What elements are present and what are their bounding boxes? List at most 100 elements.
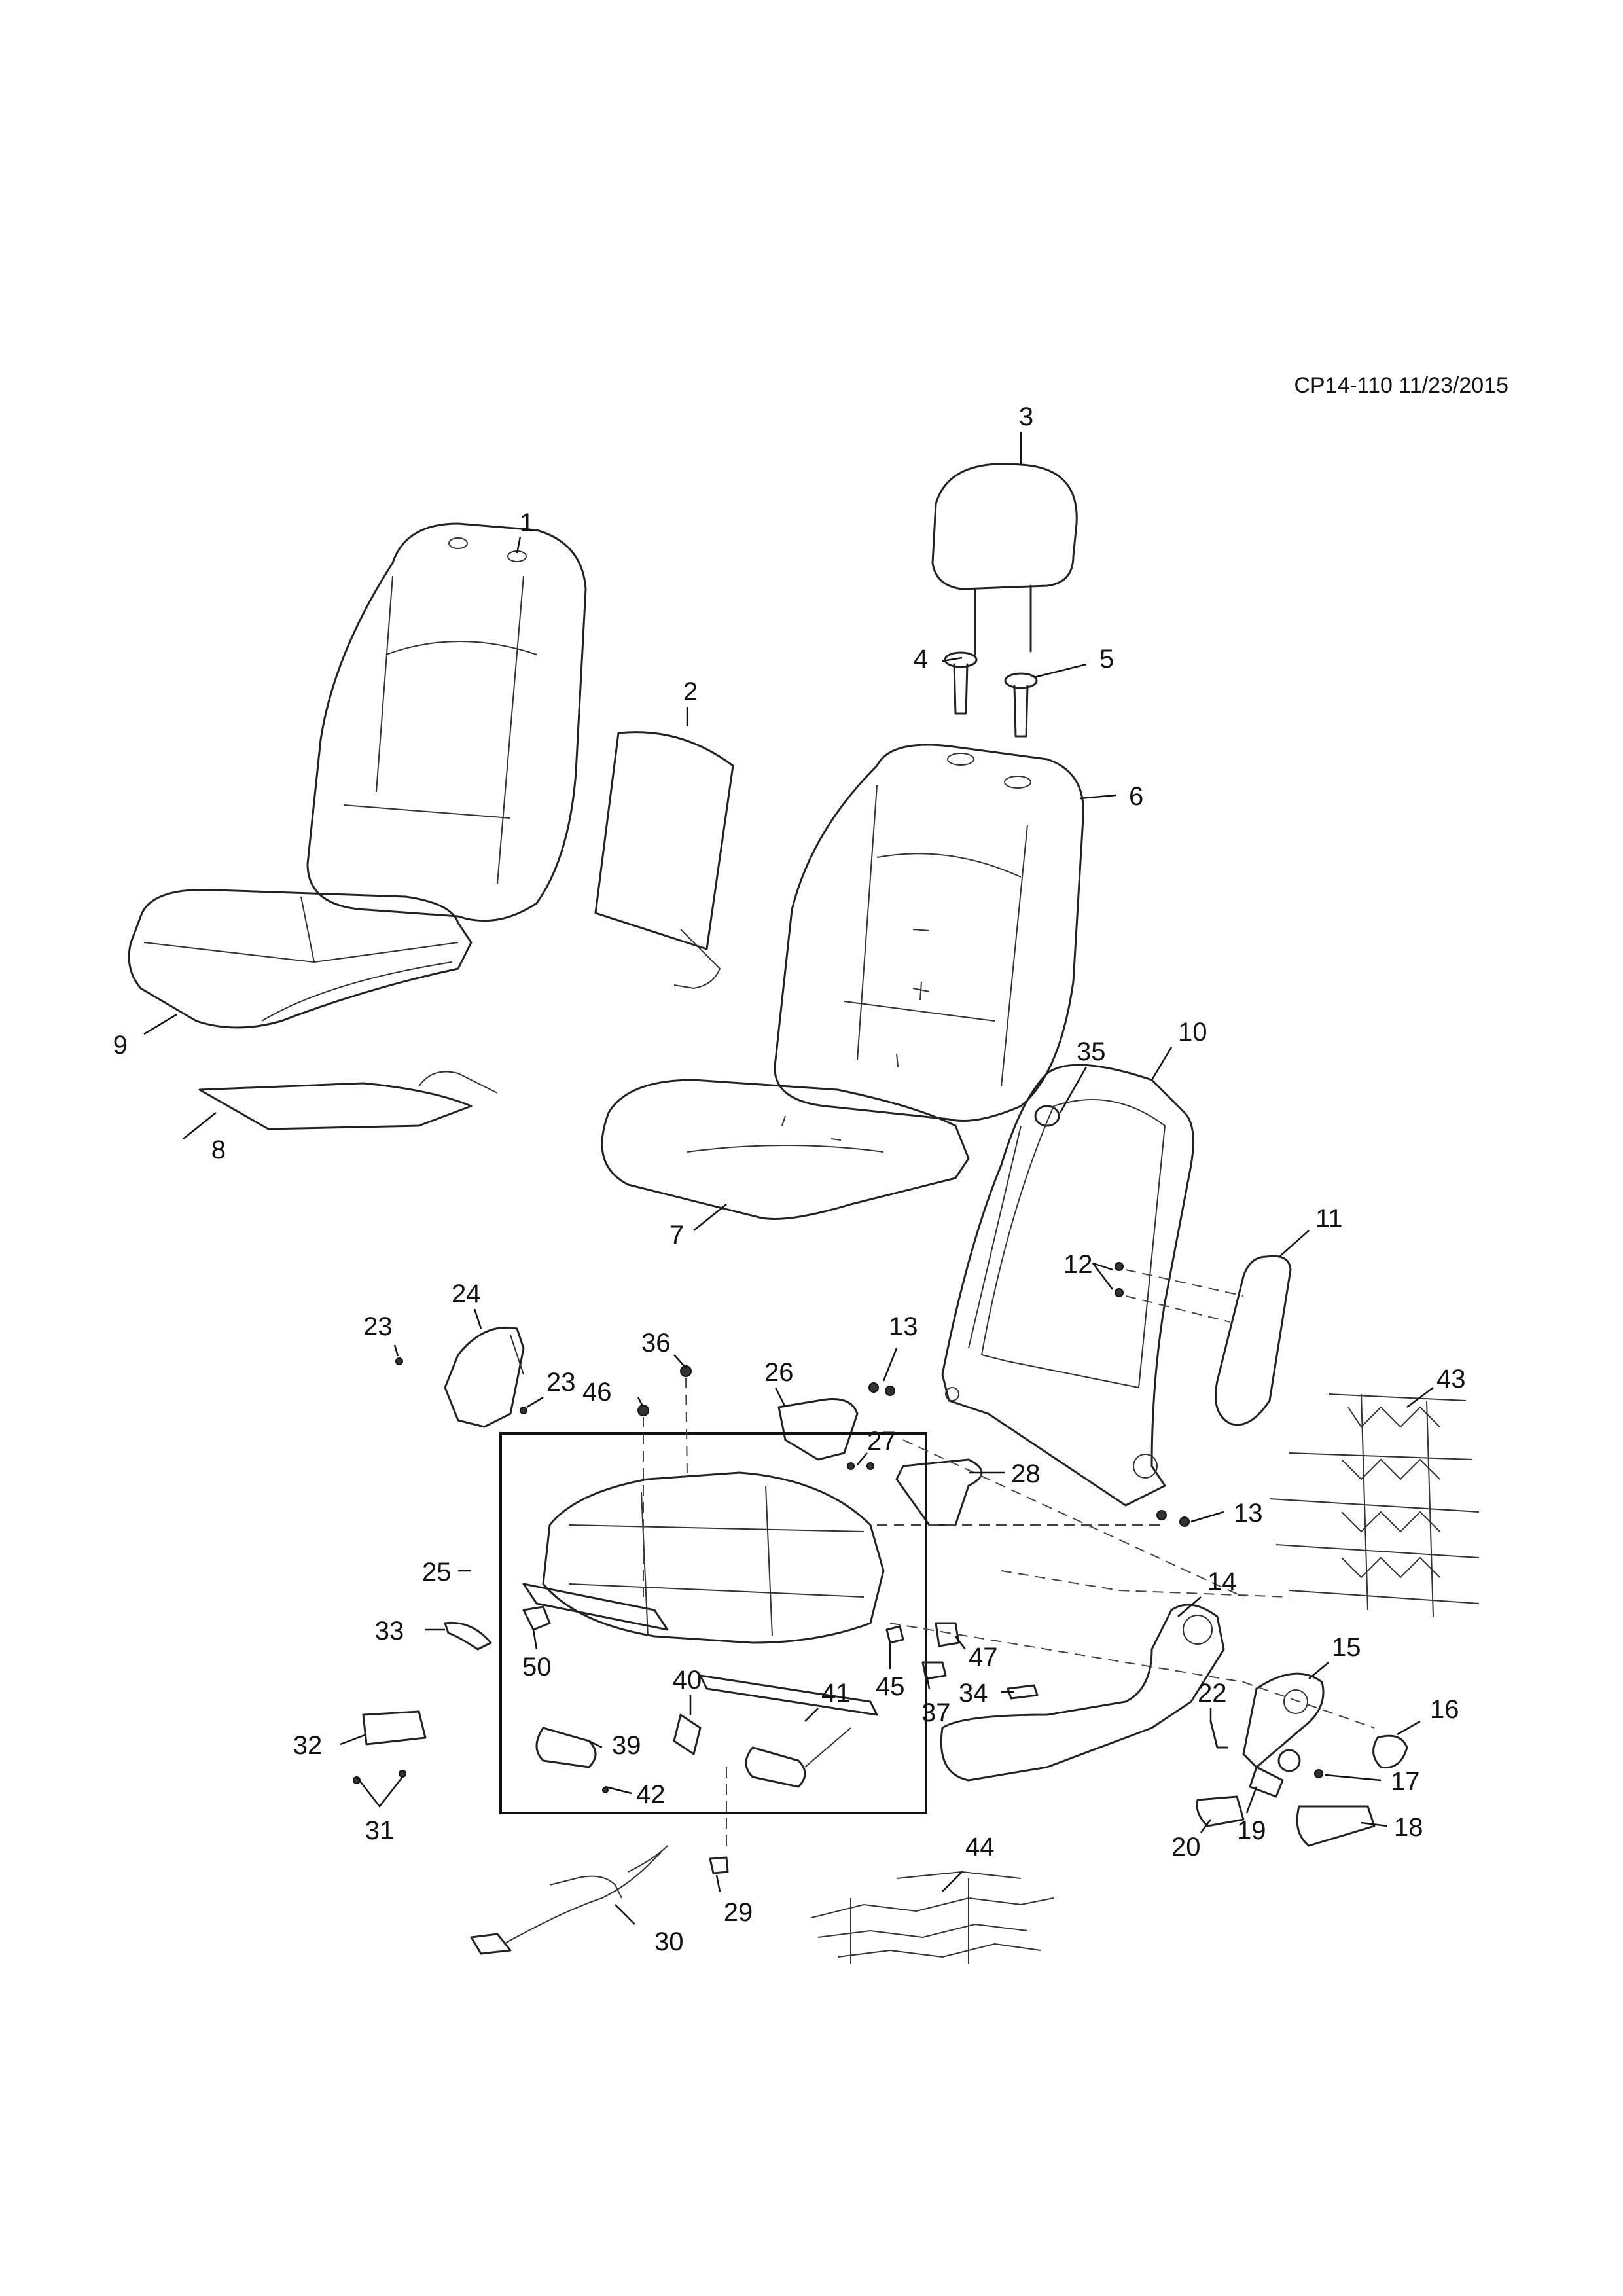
callout-34: 34 — [959, 1679, 988, 1708]
callout-36: 36 — [641, 1329, 671, 1357]
callout-2: 2 — [683, 677, 698, 706]
clip-22 — [1209, 1720, 1228, 1749]
callout-25: 25 — [422, 1558, 452, 1587]
screw-17 — [1314, 1769, 1323, 1778]
adjuster-assembly-box — [499, 1432, 927, 1814]
screw-42 — [602, 1787, 609, 1793]
callout-8: 8 — [211, 1136, 226, 1164]
seat-spring-44 — [811, 1871, 1054, 1964]
callout-40: 40 — [673, 1666, 702, 1695]
connector-34 — [1007, 1684, 1039, 1700]
leader-lines — [143, 432, 1434, 1925]
connector-37 — [921, 1661, 947, 1680]
callout-18: 18 — [1394, 1813, 1423, 1842]
callout-33: 33 — [375, 1617, 404, 1645]
callout-13a: 13 — [889, 1312, 918, 1341]
callout-35: 35 — [1077, 1037, 1106, 1066]
callout-45: 45 — [876, 1672, 905, 1701]
cushion-cover — [128, 889, 473, 1029]
cover-20 — [1196, 1795, 1245, 1827]
motor-40 — [673, 1713, 702, 1755]
motor-41 — [745, 1727, 851, 1788]
alignment-line-a — [902, 1439, 1244, 1598]
control-module-32 — [362, 1710, 427, 1746]
callout-23a: 23 — [363, 1312, 393, 1341]
callout-29: 29 — [724, 1898, 753, 1927]
callout-13b: 13 — [1234, 1499, 1263, 1528]
callout-30: 30 — [654, 1928, 684, 1956]
bracket-50 — [522, 1605, 551, 1631]
callout-12: 12 — [1063, 1250, 1093, 1279]
seatback-pad — [594, 731, 734, 990]
screw-23a — [395, 1357, 403, 1365]
callout-1: 1 — [520, 509, 534, 537]
callout-41: 41 — [821, 1679, 851, 1708]
callout-11: 11 — [1315, 1204, 1343, 1233]
nut-36 — [680, 1365, 692, 1377]
side-bolster — [1215, 1255, 1292, 1426]
wiring-harness-30 — [470, 1845, 668, 1955]
callout-5: 5 — [1099, 645, 1114, 673]
cushion-heater-mat — [198, 1071, 498, 1130]
callout-28: 28 — [1011, 1460, 1041, 1488]
callout-20: 20 — [1171, 1833, 1201, 1861]
screw-23b — [520, 1407, 527, 1414]
bolt-13c — [1156, 1510, 1167, 1520]
seat-adjuster-frame — [522, 1471, 885, 1716]
callout-26: 26 — [764, 1358, 794, 1387]
seatback-trim — [774, 744, 1084, 1122]
alignment-line-d — [889, 1623, 1375, 1729]
callout-23b: 23 — [546, 1368, 576, 1397]
screw-27b — [866, 1462, 874, 1470]
side-shield — [940, 1604, 1225, 1782]
callout-labels: 1 2 3 4 5 6 7 8 9 10 11 12 13 13 14 15 1… — [113, 403, 1466, 1956]
cover-33 — [444, 1621, 492, 1651]
callout-3: 3 — [1019, 403, 1033, 431]
bracket-28 — [895, 1458, 983, 1526]
nut-46 — [637, 1405, 649, 1416]
diagram-code: CP14-110 11/23/2015 — [1294, 373, 1508, 398]
bracket-45 — [885, 1625, 904, 1644]
callout-31: 31 — [365, 1816, 395, 1845]
bolt-13d — [1179, 1516, 1190, 1527]
bolt-13a — [868, 1382, 879, 1393]
alignment-line-c — [1001, 1570, 1290, 1598]
connector-47 — [935, 1622, 960, 1647]
bolt-13b — [885, 1386, 895, 1396]
cover-18 — [1296, 1805, 1376, 1847]
callout-24: 24 — [452, 1280, 481, 1308]
callout-42: 42 — [636, 1780, 666, 1809]
mechanism-19 — [1249, 1749, 1301, 1798]
callout-15: 15 — [1332, 1633, 1361, 1662]
headrest — [931, 463, 1078, 656]
callout-6: 6 — [1129, 782, 1143, 811]
side-bracket — [444, 1326, 525, 1428]
callout-39: 39 — [612, 1731, 641, 1760]
recliner-cover-15 — [1242, 1672, 1325, 1768]
callout-10: 10 — [1178, 1018, 1207, 1047]
callout-22: 22 — [1198, 1679, 1227, 1708]
clip-ring — [1034, 1105, 1060, 1127]
callout-17: 17 — [1391, 1767, 1420, 1796]
headrest-guide-left — [944, 651, 978, 715]
callout-19: 19 — [1237, 1816, 1266, 1845]
bracket-26 — [777, 1398, 859, 1461]
alignment-line-f — [685, 1377, 688, 1480]
callout-37: 37 — [921, 1698, 951, 1727]
callout-4: 4 — [914, 645, 928, 673]
seatback-spring-mat — [1269, 1393, 1480, 1617]
callout-7: 7 — [669, 1221, 684, 1249]
frame-fasteners — [1115, 1262, 1244, 1323]
callout-16: 16 — [1430, 1695, 1459, 1724]
callout-50: 50 — [522, 1653, 552, 1681]
seatback-frame — [941, 1064, 1194, 1507]
knob-16 — [1372, 1734, 1408, 1769]
callout-27: 27 — [867, 1427, 897, 1456]
callout-47: 47 — [969, 1643, 998, 1672]
callout-32: 32 — [293, 1731, 323, 1760]
screw-27a — [847, 1462, 855, 1470]
connector-29 — [709, 1856, 729, 1874]
motor-39 — [535, 1727, 597, 1768]
screw-31b — [399, 1770, 406, 1778]
seat-cushion — [601, 1079, 970, 1220]
